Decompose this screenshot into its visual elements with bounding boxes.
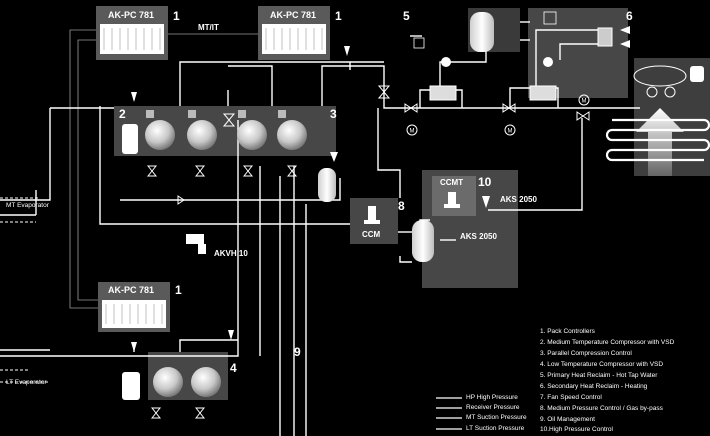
caption-item: 10.High Pressure Control [540,426,613,433]
ccm-valve-icon [364,206,380,224]
aks-upper-label: AKS 2050 [500,195,537,204]
akvh-valve [186,234,206,254]
oil-receiver [318,168,336,202]
heat-exchanger-1 [429,85,457,101]
controller-label-mt-left: AK-PC 781 [108,10,155,20]
legend-item: MT Suction Pressure [466,414,527,421]
ambient-arrows [620,26,630,48]
pack-controller-mt-right [258,6,330,60]
oil-separator-lt [122,372,140,400]
caption-item: 9. Oil Management [540,416,595,423]
caption-item: 3. Parallel Compression Control [540,350,632,357]
caption-item: 6. Secondary Heat Reclaim - Heating [540,383,648,390]
marker-3: 3 [330,107,337,121]
lt-evaporator-label: LT Evaporator [6,379,47,386]
marker-1-left: 1 [173,9,180,23]
legend-item: HP High Pressure [466,394,518,401]
airflow-arrow [636,108,684,176]
marker-1-right: 1 [335,9,342,23]
controller-label-lt: AK-PC 781 [108,285,155,295]
marker-5: 5 [403,9,410,23]
expansion-valves [131,46,490,352]
compressor-mt-3 [237,110,267,150]
heat-exchanger-2 [529,85,557,101]
marker-1-lt: 1 [175,283,182,297]
ccmt-valve-icon [444,192,460,208]
hot-water-tank [470,12,494,52]
motor-valve-3: M [578,94,590,106]
mt-it-label: MT/IT [198,23,219,32]
panel-heat-reclaim-2 [528,8,628,98]
svg-text:M: M [410,129,415,135]
svg-text:M: M [582,99,587,105]
pack-controller-mt-left [96,6,168,60]
marker-9: 9 [294,345,301,359]
legend-item: LT Suction Pressure [466,425,525,432]
compressor-mt-1 [145,110,175,150]
ccmt-label: CCMT [440,178,464,187]
svg-text:M: M [508,129,513,135]
caption-item: 1. Pack Controllers [540,328,595,335]
compressor-lt-2 [191,367,221,397]
ccm-label: CCM [362,230,381,239]
controller-label-mt-right: AK-PC 781 [270,10,317,20]
caption-item: 8. Medium Pressure Control / Gas by-pass [540,405,663,412]
sensor-box-6 [543,11,557,25]
oil-separator-mt [122,124,138,154]
compressor-parallel [277,110,307,150]
mt-evaporator-label: MT Evaporator [6,202,49,209]
radiator-6 [597,27,613,47]
marker-4: 4 [230,361,237,375]
legend-item: Receiver Pressure [466,404,520,411]
caption-item: 2. Medium Temperature Compressor with VS… [540,339,675,346]
pump-6 [543,57,553,67]
caption-item: 5. Primary Heat Reclaim - Hot Tap Water [540,372,658,379]
fan-unit [633,65,704,98]
motor-valve-2: M [504,124,516,136]
compressor-mt-2 [187,110,217,150]
communication-lines [69,29,258,309]
caption-item: 4. Low Temperature Compressor with VSD [540,361,664,368]
valves [146,85,590,419]
sensor-box-5 [413,37,425,49]
caption-item: 7. Fan Speed Control [540,394,602,401]
pack-controller-lt [98,282,170,332]
evaporator-lines [0,197,50,383]
pump-5 [441,57,451,67]
marker-8: 8 [398,199,405,213]
aks-lower-label: AKS 2050 [460,232,497,241]
compressor-lt-1 [153,367,183,397]
marker-2: 2 [119,107,126,121]
legend-lines [436,397,462,430]
akvh-label: AKVH 10 [214,249,248,258]
marker-6: 6 [626,9,633,23]
motor-valve-1: M [406,124,418,136]
marker-10: 10 [478,175,492,189]
liquid-receiver [412,220,434,262]
